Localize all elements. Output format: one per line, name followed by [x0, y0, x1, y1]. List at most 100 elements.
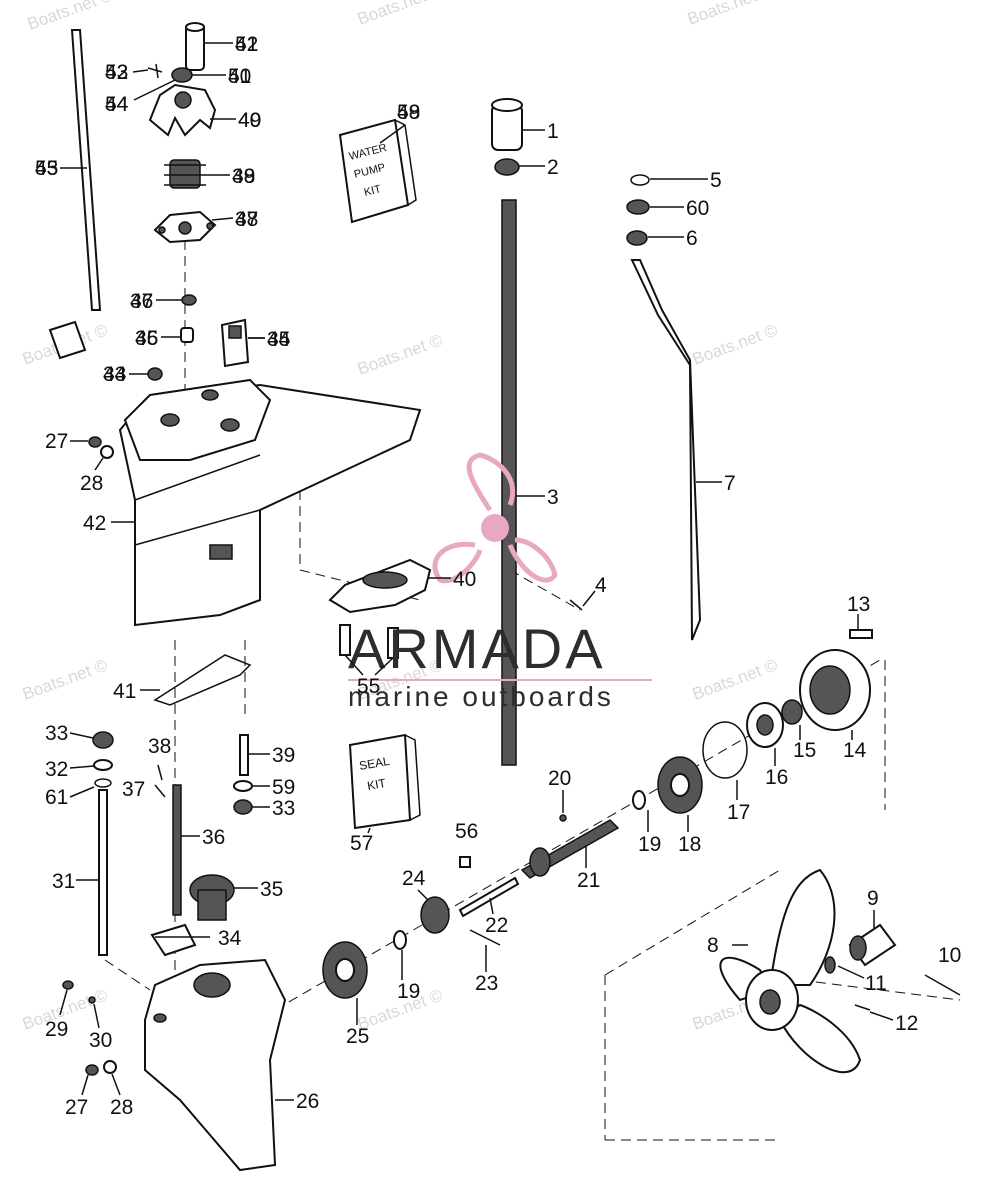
callout-label: 38	[235, 208, 258, 231]
callout-label: 44	[105, 93, 129, 116]
callout-labels: 42 41 43 44 40 39 38 45 37 36 34 35 49 1…	[35, 33, 961, 1119]
callout-label: 42	[83, 512, 106, 535]
part-46-grommet	[181, 294, 197, 306]
callout-label: 52	[105, 61, 128, 84]
part-32-washer	[93, 759, 113, 771]
part-61-o-ring	[94, 778, 112, 788]
part-11-washer	[824, 956, 836, 974]
part-19-washer-lower	[393, 930, 407, 950]
watermark-text: Boats.net ©	[25, 0, 116, 34]
callout-label: 53	[35, 157, 58, 180]
part-34-bracket	[150, 923, 197, 957]
part-52-pin	[147, 63, 163, 79]
part-7-shift-rod	[630, 259, 702, 641]
callout-label: 61	[45, 786, 68, 809]
seal-kit-box: SEAL KIT	[348, 733, 421, 830]
callout-label: 21	[577, 869, 600, 892]
callout-label: 28	[110, 1096, 133, 1119]
kit-box-line: KIT	[363, 183, 383, 199]
part-5-o-ring	[630, 174, 650, 186]
callout-label: 24	[402, 867, 426, 890]
part-24-clutch-dog	[420, 896, 450, 934]
brand-tagline: marine outboards	[348, 681, 614, 712]
callout-label: 39	[232, 165, 255, 188]
brand-name: ARMADA	[348, 617, 606, 680]
part-23-pin	[469, 929, 501, 946]
part-17-o-ring	[702, 721, 748, 779]
callout-label: 35	[267, 328, 290, 351]
callout-label: 1	[547, 120, 559, 143]
callout-label: 17	[727, 801, 750, 824]
callout-label: 30	[89, 1029, 112, 1052]
callout-label: 9	[867, 887, 879, 910]
callout-label: 45	[35, 157, 58, 180]
part-19-washer-upper	[632, 790, 646, 810]
part-31-stud	[98, 789, 108, 956]
callout-label: 36	[202, 826, 225, 849]
callout-label: 31	[52, 870, 75, 893]
callout-label: 11	[865, 972, 887, 995]
callout-label: 55	[357, 675, 380, 698]
part-30-screw	[88, 996, 96, 1004]
callout-label: 23	[475, 972, 498, 995]
part-20-ball	[559, 814, 567, 822]
part-13-screw	[849, 629, 873, 639]
callout-label: 47	[235, 208, 258, 231]
watermark-text: Boats.net ©	[690, 655, 781, 703]
callout-label: 27	[65, 1096, 88, 1119]
part-9-cone-nut	[848, 923, 897, 967]
watermark-text: Boats.net ©	[690, 320, 781, 368]
watermark-text: Boats.net ©	[685, 0, 776, 29]
callout-label: 42	[235, 33, 258, 56]
callout-label: 56	[455, 820, 478, 843]
callout-label: 48	[232, 165, 255, 188]
callout-label: 15	[793, 739, 816, 762]
part-43-seal	[147, 367, 163, 381]
callout-label: 19	[397, 980, 420, 1003]
callout-label: 28	[80, 472, 103, 495]
callout-label: 45	[135, 327, 158, 350]
part-33-nut-lower	[233, 799, 253, 815]
part-36-shift-rod	[172, 784, 182, 916]
callout-label: 32	[45, 758, 68, 781]
callout-label: 36	[135, 327, 158, 350]
part-60-seal	[626, 199, 650, 215]
part-48-impeller	[164, 159, 206, 189]
watermark-text: Boats.net ©	[355, 0, 446, 29]
part-50-grommet	[171, 67, 193, 83]
part-15-seal	[781, 699, 803, 725]
part-22-shift-plunger	[458, 876, 520, 918]
callout-label: 5	[710, 169, 722, 192]
watermark-text: Boats.net ©	[355, 330, 446, 378]
part-12-pin	[854, 1004, 871, 1011]
callout-label: 2	[547, 156, 559, 179]
callout-label: 41	[113, 680, 136, 703]
callout-label: 60	[686, 197, 709, 220]
callout-label: 58	[397, 101, 420, 124]
part-8-propeller	[719, 868, 862, 1074]
kit-box-line: KIT	[366, 776, 387, 793]
part-29-screw	[62, 980, 74, 990]
part-51-tube	[185, 22, 205, 71]
callout-label: 6	[686, 227, 698, 250]
part-2-grommet	[494, 158, 520, 176]
callout-label: 43	[105, 61, 128, 84]
part-33-nut-upper	[92, 731, 114, 749]
part-35-pinion-gear	[189, 874, 235, 921]
callout-label: 16	[765, 766, 788, 789]
callout-label: 43	[103, 363, 126, 386]
part-25-forward-gear	[322, 941, 368, 999]
callout-label: 51	[235, 33, 258, 56]
callout-label: 37	[130, 290, 153, 313]
callout-label: 57	[350, 832, 373, 855]
part-41-gasket	[153, 654, 252, 706]
armada-logo: ARMADA marine outboards	[348, 452, 652, 712]
callout-label: 10	[938, 944, 961, 967]
part-26-lower-gearcase	[144, 958, 287, 1172]
callout-label: 22	[485, 914, 508, 937]
callout-label: 8	[707, 934, 719, 957]
water-pump-kit-box: WATER PUMP KIT	[338, 118, 417, 224]
callout-label: 7	[724, 472, 736, 495]
